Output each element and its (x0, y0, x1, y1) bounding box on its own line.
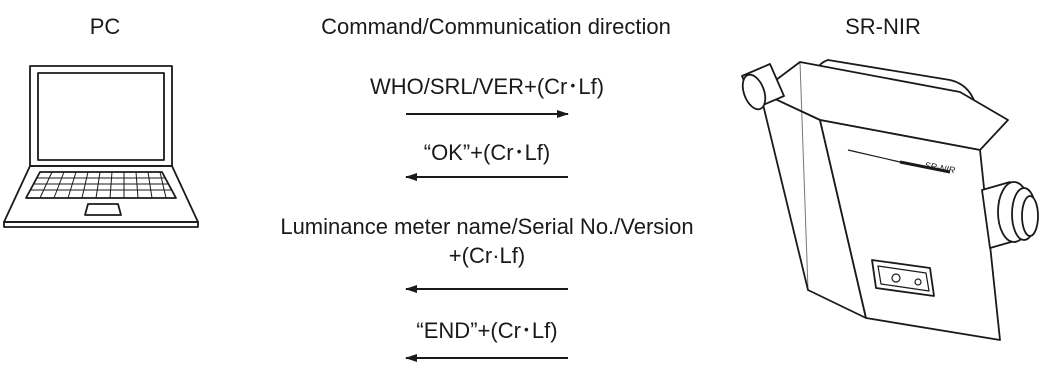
communication-direction-header: Command/Communication direction (321, 14, 671, 39)
message-label-1: WHO/SRL/VER+(Cr･Lf) (369, 74, 605, 99)
message-label-3-suffix: +(Cr·Lf) (448, 243, 526, 268)
message-label-3: Luminance meter name/Serial No./Version (280, 214, 694, 239)
device-header: SR-NIR (845, 14, 921, 39)
message-label-2: “OK”+(Cr･Lf) (423, 140, 551, 165)
pc-header: PC (89, 14, 121, 39)
laptop-icon (3, 65, 199, 228)
luminance-meter-device-icon (741, 59, 1039, 341)
message-label-4: “END”+(Cr･Lf) (416, 318, 558, 343)
